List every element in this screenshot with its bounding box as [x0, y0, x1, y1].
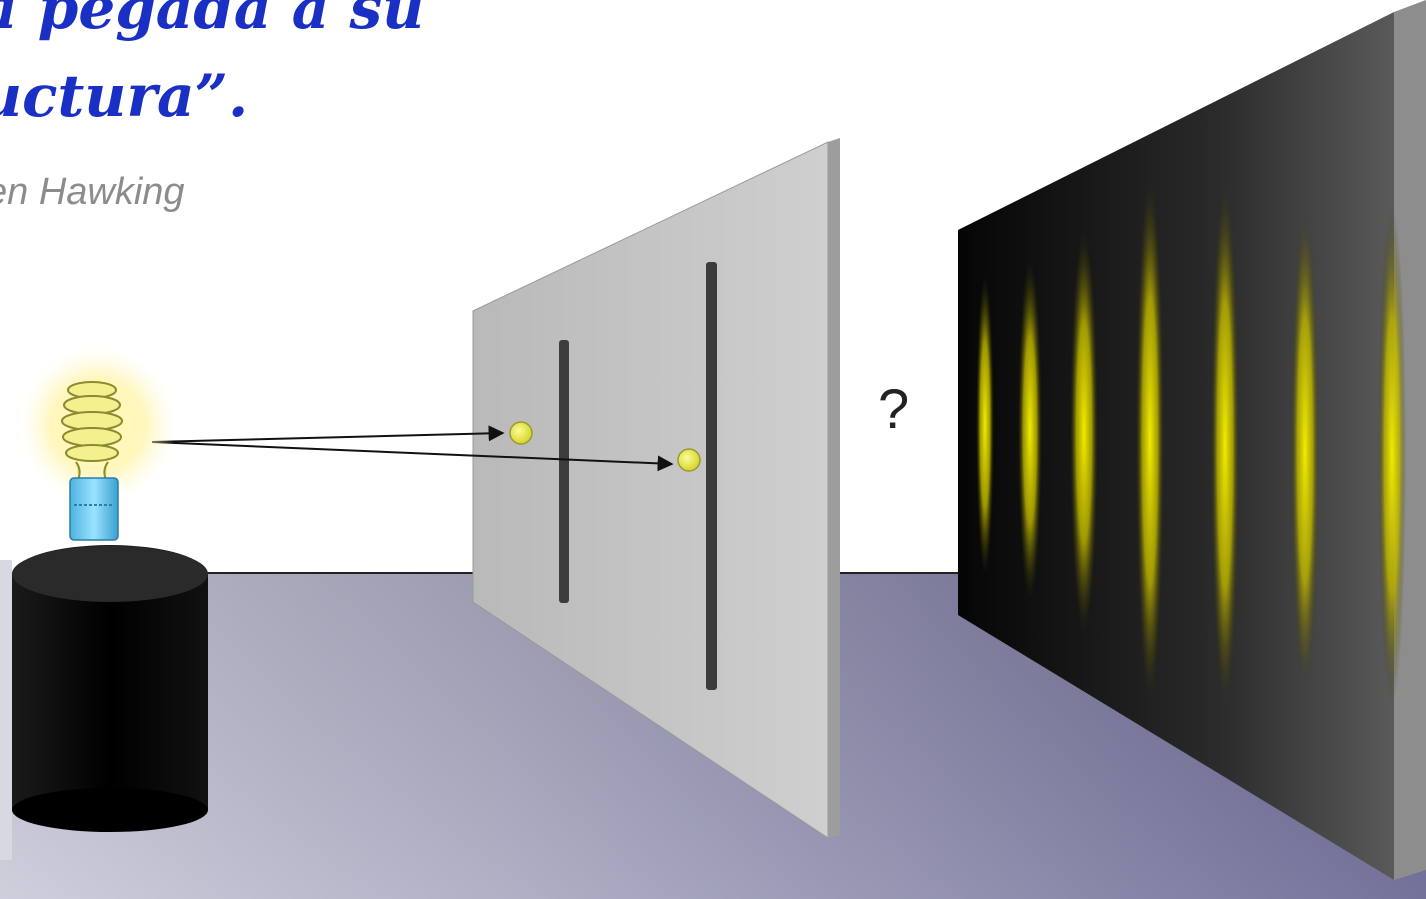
particle-dot: [677, 448, 701, 472]
light-bulb-icon: [61, 381, 123, 541]
fringe-band: [1136, 180, 1164, 700]
slit-barrier: [472, 138, 840, 839]
light-source: [0, 347, 208, 860]
lamp-base: [0, 545, 208, 860]
fringe-band: [976, 275, 994, 575]
question-mark: ?: [878, 377, 910, 440]
bulb-socket: [69, 477, 119, 541]
particle-dot: [509, 421, 533, 445]
quote-author: en Hawking: [0, 171, 185, 213]
quote-line-2: uctura”.: [0, 62, 249, 130]
fringe-band: [1378, 205, 1406, 705]
fringe-band: [1018, 260, 1042, 600]
fringe-band: [1070, 232, 1098, 632]
arrow: [151, 425, 505, 443]
interference-fringes: [976, 180, 1406, 705]
slit-left: [559, 340, 569, 603]
particle-paths: [151, 421, 701, 472]
arrow: [151, 441, 674, 472]
quote-line-1: a pegada a su: [0, 0, 425, 42]
detection-screen: [958, 0, 1426, 880]
slit-right: [706, 262, 717, 690]
fringe-band: [1211, 185, 1239, 705]
fringe-band: [1291, 210, 1319, 690]
